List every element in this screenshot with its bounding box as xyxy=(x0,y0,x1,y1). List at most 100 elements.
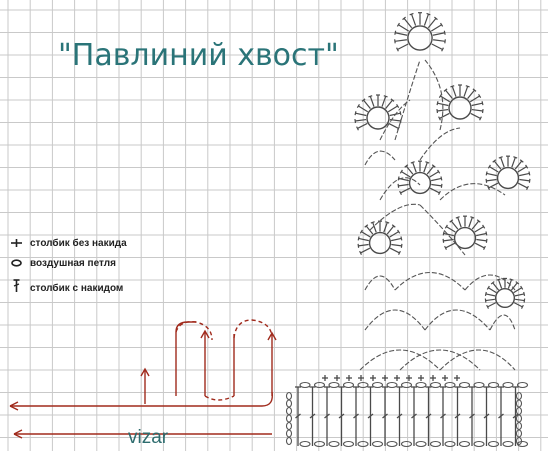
chain-stitch xyxy=(458,381,471,389)
chain-stitch xyxy=(371,381,384,389)
chain-stitch xyxy=(313,440,326,448)
dc-stitch xyxy=(324,386,330,446)
fan-motif xyxy=(484,277,526,309)
chain-stitch xyxy=(487,381,500,389)
chain-arc xyxy=(364,275,396,291)
chain-stitch xyxy=(415,381,427,389)
turning-chain xyxy=(285,429,293,438)
chain-arc xyxy=(379,99,411,141)
dc-stitch xyxy=(454,386,461,446)
chain-stitch xyxy=(357,381,369,389)
stitch-pattern xyxy=(285,12,531,448)
chain-arc xyxy=(364,309,426,331)
chain-stitch xyxy=(473,440,485,448)
chain-stitch xyxy=(400,381,413,389)
chain-stitch xyxy=(386,381,398,389)
turning-chain xyxy=(285,399,293,408)
fan-motif xyxy=(442,215,488,250)
dc-symbol-icon xyxy=(13,279,20,292)
legend-label-chain: воздушная петля xyxy=(30,258,116,269)
sc-stitch xyxy=(358,375,364,381)
chain-stitch xyxy=(342,440,355,448)
chain-stitch xyxy=(458,440,471,448)
dc-stitch xyxy=(498,386,504,446)
chain-arc xyxy=(424,309,491,331)
chain-arc xyxy=(394,271,466,291)
chain-symbol-icon xyxy=(11,259,22,267)
sc-stitch xyxy=(418,375,424,381)
chain-arc xyxy=(364,150,396,166)
chain-arc xyxy=(359,349,441,371)
chain-arc xyxy=(419,127,461,161)
chain-stitch xyxy=(342,381,355,389)
chain-stitch xyxy=(444,440,456,448)
fan-motif xyxy=(394,12,446,52)
watermark: vizar xyxy=(128,427,169,448)
dc-stitch xyxy=(483,386,490,446)
chain-arc xyxy=(439,349,516,371)
chain-arc xyxy=(424,59,444,131)
turning-chain xyxy=(285,421,293,431)
sc-stitch xyxy=(442,375,448,381)
sc-symbol-icon xyxy=(11,239,22,247)
chain-stitch xyxy=(473,381,485,389)
chain-arc xyxy=(379,177,421,201)
chain-stitch xyxy=(313,381,326,389)
direction-arrows xyxy=(9,319,277,439)
chain-arc xyxy=(369,203,421,231)
chain-arc xyxy=(464,274,516,291)
sc-stitch xyxy=(322,375,328,381)
chain-arc xyxy=(489,314,516,331)
turning-chain xyxy=(285,406,293,416)
legend-item-sc: столбик без накида xyxy=(11,237,127,249)
chain-stitch xyxy=(502,381,514,389)
dc-stitch xyxy=(411,386,417,446)
chain-stitch xyxy=(502,440,514,448)
chain-stitch xyxy=(371,440,384,448)
sc-stitch xyxy=(454,375,460,381)
sc-stitch xyxy=(430,375,436,381)
dc-stitch xyxy=(512,386,519,446)
fan-motif xyxy=(436,84,484,121)
legend-item-chain: воздушная петля xyxy=(11,258,116,269)
dc-stitch xyxy=(469,386,475,446)
fan-motif xyxy=(357,220,403,255)
chain-stitch xyxy=(429,381,442,389)
sc-stitch xyxy=(370,375,376,381)
chain-stitch xyxy=(299,381,311,389)
dc-stitch xyxy=(353,386,359,446)
chain-stitch xyxy=(386,440,398,448)
chain-stitch xyxy=(299,440,311,448)
sc-stitch xyxy=(406,375,412,381)
dc-stitch xyxy=(396,386,403,446)
fan-motif xyxy=(397,160,443,195)
turning-chain xyxy=(285,436,293,446)
sc-stitch xyxy=(394,375,400,381)
chart-title: "Павлиний хвост" xyxy=(58,38,339,73)
dc-stitch xyxy=(382,386,388,446)
turning-chain xyxy=(515,436,523,446)
chain-stitch xyxy=(400,440,413,448)
dc-stitch xyxy=(309,386,316,446)
chain-stitch xyxy=(444,381,456,389)
turning-chain xyxy=(285,391,293,401)
legend: столбик без накида воздушная петля столб… xyxy=(11,237,127,294)
chain-arc xyxy=(394,59,421,141)
chain-stitch xyxy=(516,381,529,389)
sc-stitch xyxy=(382,375,388,381)
chain-stitch xyxy=(429,440,442,448)
chain-stitch xyxy=(487,440,500,448)
fan-motif xyxy=(354,94,402,131)
dc-stitch xyxy=(295,386,301,446)
chain-stitch xyxy=(328,381,340,389)
chain-stitch xyxy=(357,440,369,448)
sc-stitch xyxy=(334,375,340,381)
fan-motif xyxy=(485,155,531,190)
legend-item-dc: столбик с накидом xyxy=(13,279,123,294)
sc-stitch xyxy=(346,375,352,381)
dc-stitch xyxy=(440,386,446,446)
chain-arc xyxy=(439,183,506,201)
dc-stitch xyxy=(338,386,345,446)
